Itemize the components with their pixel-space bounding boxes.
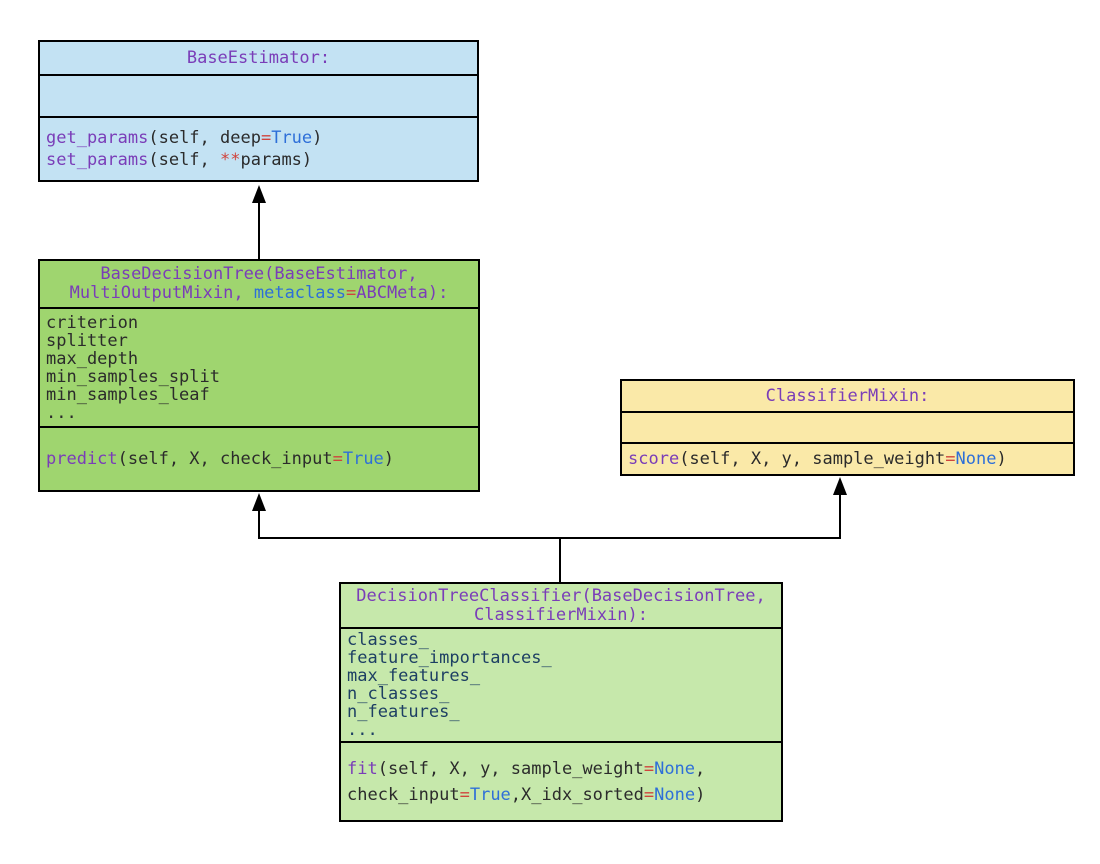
code-line: splitter: [46, 332, 472, 350]
code-token: (self, X, check_input: [117, 449, 333, 469]
class-attributes-classifier-mixin: [622, 411, 1073, 442]
arrowhead-to-basedecisiontree: [252, 493, 266, 511]
code-line: feature_importances_: [347, 649, 775, 667]
code-line: ClassifierMixin:: [765, 385, 930, 406]
code-token: ,: [695, 758, 706, 779]
code-token: ): [996, 449, 1007, 469]
code-line: get_params(self, deep=True): [46, 127, 471, 149]
arrowhead-to-classifiermixin: [833, 477, 847, 495]
code-line: classes_: [347, 631, 775, 649]
code-token: ClassifierMixin):: [474, 604, 648, 625]
code-line: set_params(self, **params): [46, 149, 471, 171]
class-methods-classifier-mixin: score(self, X, y, sample_weight=None): [622, 442, 1073, 474]
code-token: n_classes_: [347, 684, 450, 704]
code-line: ...: [347, 721, 775, 739]
code-token: =: [643, 758, 655, 779]
code-line: max_features_: [347, 667, 775, 685]
code-token: True: [342, 449, 384, 469]
code-token: =: [945, 449, 956, 469]
class-attributes-base-estimator: [40, 74, 477, 116]
code-token: =: [260, 128, 272, 148]
code-token: get_params: [46, 128, 149, 148]
code-token: True: [271, 128, 313, 148]
code-token: ): [383, 449, 395, 469]
code-line: max_depth: [46, 350, 472, 368]
code-token: ): [695, 784, 706, 805]
class-methods-decision-tree-classifier: fit(self, X, y, sample_weight=None,check…: [341, 741, 781, 820]
code-token: True: [469, 784, 511, 805]
code-token: =: [345, 283, 357, 303]
code-token: ): [312, 128, 323, 148]
code-token: classes_: [347, 630, 429, 650]
code-token: ...: [46, 402, 77, 423]
code-line: score(self, X, y, sample_weight=None): [628, 450, 1067, 468]
code-token: check_input: [347, 784, 460, 805]
arrow-decisiontreeclassifier-to-parents: [252, 477, 847, 582]
code-token: min_samples_leaf: [46, 384, 210, 405]
code-token: fit: [347, 758, 378, 779]
code-line: n_classes_: [347, 685, 775, 703]
code-token: metaclass: [253, 283, 346, 303]
code-line: BaseEstimator:: [186, 47, 331, 68]
code-token: ...: [347, 720, 378, 740]
code-token: ClassifierMixin:: [765, 385, 930, 406]
code-token: max_features_: [347, 666, 481, 686]
code-token: params): [240, 150, 313, 170]
code-line: predict(self, X, check_input=True): [46, 450, 472, 468]
code-token: =: [459, 784, 470, 805]
code-token: DecisionTreeClassifier(BaseDecisionTree,: [356, 585, 766, 606]
class-methods-base-estimator: get_params(self, deep=True)set_params(se…: [40, 116, 477, 180]
class-box-base-decision-tree: BaseDecisionTree(BaseEstimator,MultiOutp…: [38, 259, 480, 492]
class-box-base-estimator: BaseEstimator: get_params(self, deep=Tru…: [38, 40, 479, 182]
code-token: (self, X, y, sample_weight: [679, 449, 946, 469]
code-line: min_samples_leaf: [46, 386, 472, 404]
code-token: None: [654, 758, 696, 779]
class-title-classifier-mixin: ClassifierMixin:: [622, 381, 1073, 411]
class-box-classifier-mixin: ClassifierMixin: score(self, X, y, sampl…: [620, 379, 1075, 476]
code-line: check_input=True,X_idx_sorted=None): [347, 782, 775, 808]
class-box-decision-tree-classifier: DecisionTreeClassifier(BaseDecisionTree,…: [339, 582, 783, 822]
code-token: None: [654, 784, 696, 805]
code-line: MultiOutputMixin, metaclass=ABCMeta):: [70, 284, 449, 303]
code-token: BaseEstimator:: [186, 47, 331, 68]
code-token: (self, deep: [148, 128, 261, 148]
class-title-decision-tree-classifier: DecisionTreeClassifier(BaseDecisionTree,…: [341, 584, 781, 627]
class-methods-base-decision-tree: predict(self, X, check_input=True): [40, 426, 478, 490]
code-token: ,X_idx_sorted: [510, 784, 644, 805]
code-token: BaseDecisionTree(BaseEstimator,: [100, 264, 418, 284]
code-line: DecisionTreeClassifier(BaseDecisionTree,: [356, 585, 766, 606]
code-token: None: [955, 449, 997, 469]
code-token: n_features_: [347, 702, 460, 722]
code-line: ClassifierMixin):: [474, 604, 648, 625]
class-attributes-decision-tree-classifier: classes_feature_importances_max_features…: [341, 627, 781, 741]
code-token: max_depth: [46, 348, 139, 369]
code-line: BaseDecisionTree(BaseEstimator,: [100, 265, 417, 284]
code-token: ABCMeta):: [356, 283, 449, 303]
code-line: min_samples_split: [46, 368, 472, 386]
class-title-base-estimator: BaseEstimator:: [40, 42, 477, 74]
code-token: splitter: [46, 330, 128, 351]
code-token: MultiOutputMixin,: [69, 283, 254, 303]
code-token: min_samples_split: [46, 366, 220, 387]
code-token: score: [628, 449, 680, 469]
code-token: (self, X, y, sample_weight: [377, 758, 644, 779]
arrow-basedecisiontree-to-baseestimator: [252, 185, 266, 259]
code-token: feature_importances_: [347, 648, 552, 668]
code-token: **: [220, 150, 241, 170]
code-token: predict: [46, 449, 118, 469]
code-line: ...: [46, 404, 472, 422]
code-line: fit(self, X, y, sample_weight=None,: [347, 756, 775, 782]
code-token: =: [643, 784, 655, 805]
code-line: n_features_: [347, 703, 775, 721]
code-token: =: [332, 449, 343, 469]
code-token: criterion: [46, 312, 139, 333]
code-line: criterion: [46, 314, 472, 332]
code-token: set_params: [46, 150, 149, 170]
code-token: (self,: [148, 150, 221, 170]
class-title-base-decision-tree: BaseDecisionTree(BaseEstimator,MultiOutp…: [40, 261, 478, 307]
